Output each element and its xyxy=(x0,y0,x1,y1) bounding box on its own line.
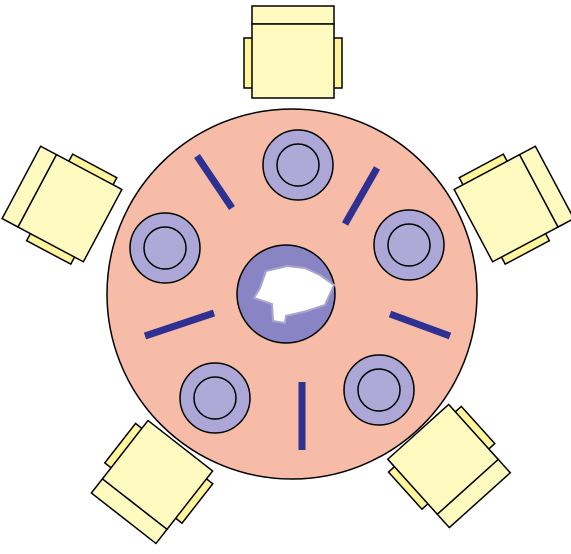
plate-right xyxy=(374,210,444,280)
plate-top xyxy=(263,130,333,200)
chair-upper-left xyxy=(0,139,126,269)
plate-lower-left xyxy=(180,363,250,433)
plate-left xyxy=(130,213,200,283)
plate-lower-right xyxy=(344,355,414,425)
chair-top xyxy=(244,6,342,98)
